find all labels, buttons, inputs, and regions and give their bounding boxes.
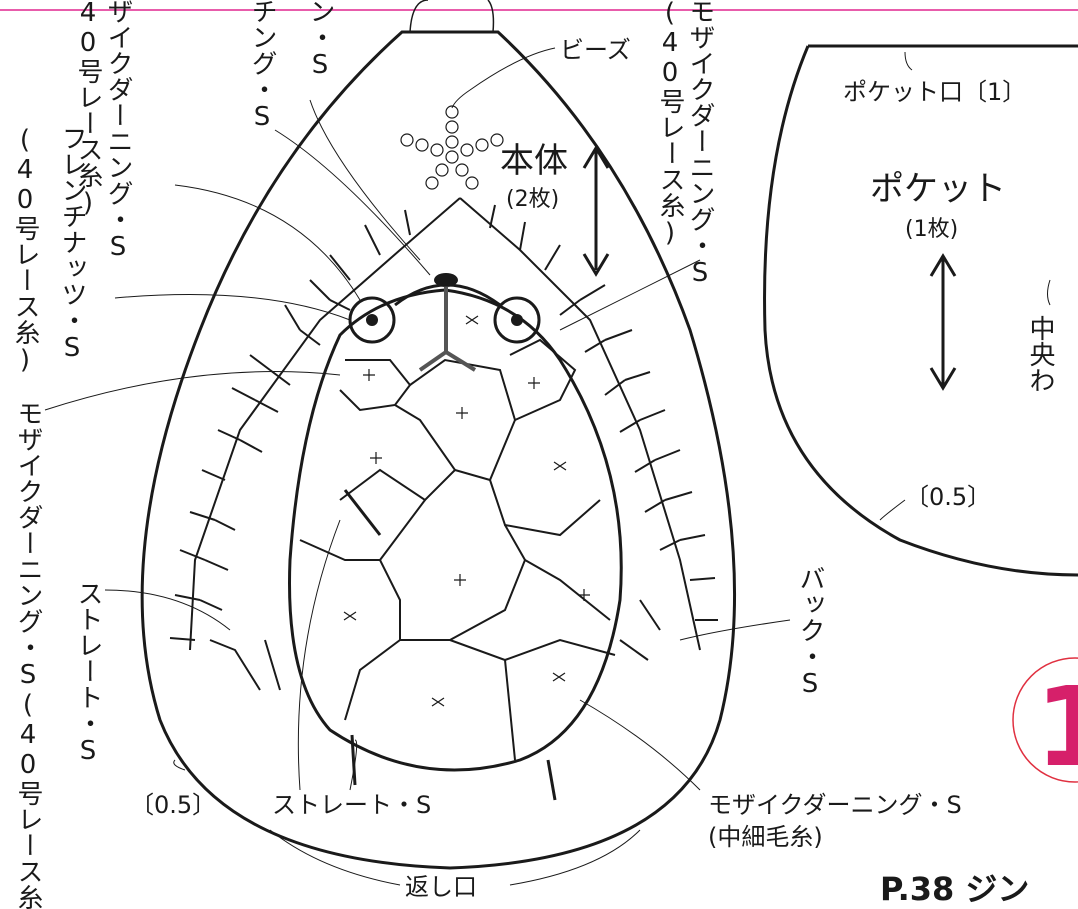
eye-right-icon	[493, 296, 541, 344]
straight-stitches	[343, 489, 557, 801]
badge-number: 1	[1035, 663, 1078, 791]
pocket-allowance: 〔0.5〕	[905, 483, 991, 511]
pocket-opening-label: ポケット口〔1〕	[843, 78, 1026, 106]
label-mosaic-top-right: モザイクダーニング・S	[685, 0, 715, 288]
label-allowance-left: 〔0.5〕	[130, 791, 216, 819]
label-mosaic-left: モザイクダーニング・S(40号レース糸)	[13, 400, 43, 909]
label-chain-s-top: ン・S	[305, 0, 335, 80]
label-straight-s-left: ストレート・S	[73, 580, 103, 766]
page-reference: P.38 ジン	[880, 870, 1029, 908]
mouth-mark	[418, 285, 477, 372]
pocket-leader-top	[904, 51, 913, 71]
label-straight-s-bottom: ストレート・S	[272, 791, 431, 819]
spines	[169, 197, 718, 691]
leader-lines	[44, 47, 791, 886]
pocket-count: (1枚)	[905, 217, 958, 242]
badge-circle	[1012, 657, 1078, 783]
pocket-leader-bottom	[879, 499, 906, 521]
label-mosaic-top-left: ザイクダーニング・S	[103, 0, 133, 262]
body-outline	[140, 30, 737, 870]
label-chain-s-top2: チング・S	[247, 0, 277, 132]
pocket-outline	[763, 44, 1078, 577]
beads-star-icon	[400, 105, 504, 190]
label-french-knot-thread: (40号レース糸)	[10, 125, 40, 375]
label-mosaic-top-right-thread: (40号レース糸)	[655, 0, 685, 248]
label-french-knot: フレンチナッツ・S	[57, 125, 87, 363]
pocket-leader-center	[1047, 279, 1051, 306]
pocket-center-fold: 中央わ	[1025, 315, 1055, 393]
pocket-title: ポケット	[870, 169, 1006, 209]
label-beads: ビーズ	[560, 36, 631, 64]
label-back-s: バック・S	[795, 565, 825, 699]
grainline-arrow-body	[582, 145, 610, 277]
cross-marks	[343, 315, 590, 707]
label-mosaic-top-left-thread: 40号レース糸)	[73, 0, 103, 218]
body-count: (2枚)	[506, 187, 559, 212]
label-mosaic-bottom-1: モザイクダーニング・S	[708, 791, 962, 819]
nose-icon	[434, 273, 458, 287]
mosaic-cells	[299, 338, 616, 761]
label-mosaic-bottom-2: (中細毛糸)	[708, 823, 823, 851]
label-return-opening: 返し口	[405, 873, 477, 901]
hanger-loop	[409, 0, 495, 33]
body-title: 本体	[500, 141, 568, 181]
brow-line	[394, 283, 501, 307]
grainline-arrow-pocket	[929, 253, 957, 391]
shell-outline	[288, 288, 623, 772]
